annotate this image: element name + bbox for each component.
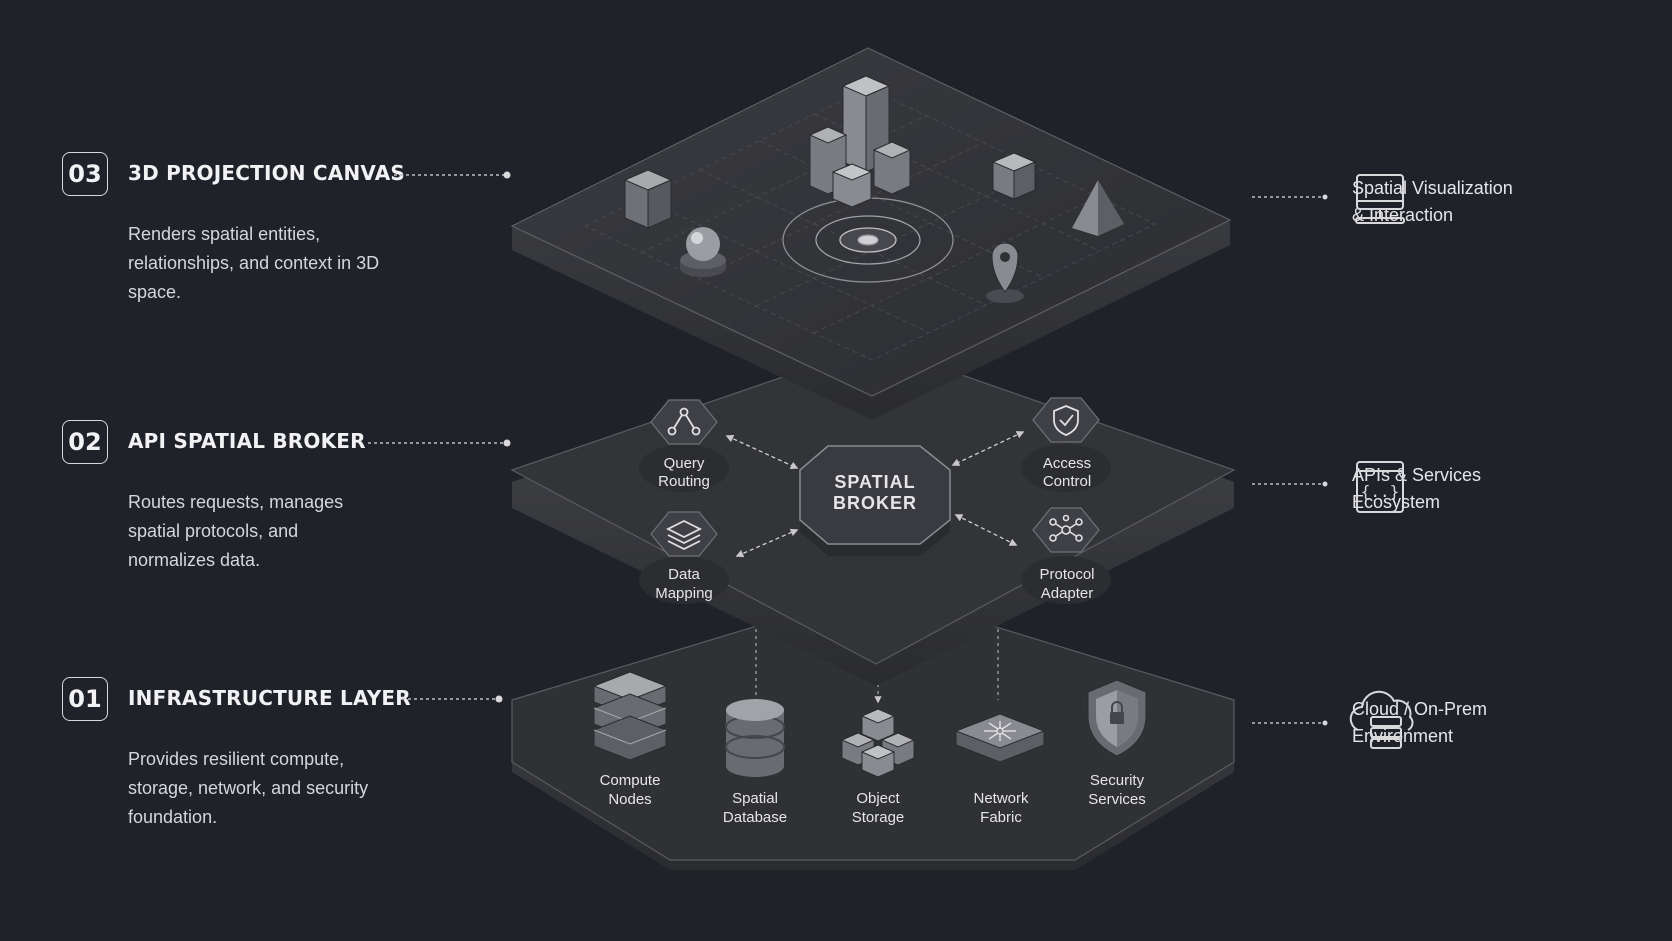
svg-text:{..}: {..} [1361, 482, 1400, 501]
component-label-line2: Fabric [980, 809, 1022, 826]
layer-description: Routes requests, manages spatial protoco… [128, 492, 344, 570]
object-cubes-icon [840, 708, 916, 778]
component-label-line2: Database [723, 809, 787, 826]
module-query-routing: Query Routing [639, 399, 729, 492]
layer-description: Renders spatial entities, relationships,… [128, 224, 380, 302]
pyramid-entity-icon [1072, 180, 1124, 236]
cube-entity-icon [623, 169, 673, 229]
module-label-line2: Mapping [655, 585, 713, 602]
shield-check-icon [1053, 405, 1079, 436]
module-data-mapping: Data Mapping [639, 511, 729, 604]
server-rack-icon [592, 671, 668, 761]
spatial-broker-hub: SPATIAL BROKER [799, 445, 951, 556]
right-connectors [1252, 196, 1323, 724]
layer-title: INFRASTRUCTURE LAYER [128, 686, 411, 710]
connector-dot [1322, 720, 1328, 726]
component-network-fabric: Network Fabric [954, 713, 1046, 826]
canvas-grid [583, 87, 1157, 361]
module-protocol-adapter: Protocol Adapter [1021, 507, 1111, 604]
connector-dot [503, 439, 511, 447]
connector-dot [1322, 481, 1328, 487]
connector-dot [503, 171, 511, 179]
layer-description: Provides resilient compute, storage, net… [128, 749, 369, 827]
connector-dot [495, 695, 503, 703]
module-label-line1: Data [668, 566, 700, 583]
database-icon [725, 699, 785, 777]
layer-title: 3D PROJECTION CANVAS [128, 161, 406, 185]
layer-number-badge: 02 [62, 420, 108, 464]
routing-graph-icon [667, 407, 701, 436]
module-label-line2: Adapter [1041, 585, 1094, 602]
component-spatial-database: Spatial Database [723, 699, 787, 826]
broker-label-line2: BROKER [833, 493, 917, 513]
cloud-server-icon [1349, 690, 1414, 749]
broker-arrows [725, 431, 1025, 558]
component-label-line1: Security [1090, 772, 1145, 789]
box-entity-icon [991, 152, 1037, 200]
broker-label-line1: SPATIAL [834, 472, 915, 492]
component-label-line2: Storage [852, 809, 905, 826]
layer-number-badge: 03 [62, 152, 108, 196]
module-label-line1: Access [1043, 455, 1091, 472]
building-cluster-icon [808, 75, 912, 208]
connector-dots [495, 171, 511, 703]
component-label-line2: Nodes [608, 791, 651, 808]
connector-dot [1322, 194, 1328, 200]
left-connectors [368, 174, 505, 700]
layer-number-badge: 01 [62, 677, 108, 721]
env-label-line1: Cloud / On-Prem [1352, 699, 1488, 719]
component-label-line2: Services [1088, 791, 1146, 808]
location-pin-icon [986, 242, 1024, 303]
network-switch-icon [954, 713, 1046, 763]
stacked-layers-icon [665, 519, 703, 551]
layer-title: API SPATIAL BROKER [128, 429, 366, 453]
network-hub-icon [1049, 514, 1083, 542]
component-label-line1: Object [856, 790, 900, 807]
module-access-control: Access Control [1021, 397, 1111, 492]
api-braces-icon: {..} [1356, 461, 1404, 513]
component-security-services: Security Services [1087, 679, 1147, 808]
module-label-line2: Control [1043, 473, 1091, 490]
component-object-storage: Object Storage [840, 708, 916, 826]
env-label-line2: Environment [1352, 726, 1454, 746]
component-compute-nodes: Compute Nodes [592, 671, 668, 808]
component-label-line1: Network [973, 790, 1029, 807]
env-label-line1: Spatial Visualization [1352, 178, 1513, 198]
component-label-line1: Spatial [732, 790, 778, 807]
module-label-line2: Routing [658, 473, 710, 490]
env-cloud: Cloud / On-Prem Environment [1352, 696, 1552, 750]
monitor-icon [1355, 174, 1405, 224]
security-shield-icon [1087, 679, 1147, 757]
env-label-line2: Ecosystem [1352, 492, 1441, 512]
component-label-line1: Compute [600, 772, 661, 789]
module-label-line1: Protocol [1039, 566, 1094, 583]
module-label-line1: Query [664, 455, 705, 472]
sphere-entity-icon [680, 227, 726, 277]
